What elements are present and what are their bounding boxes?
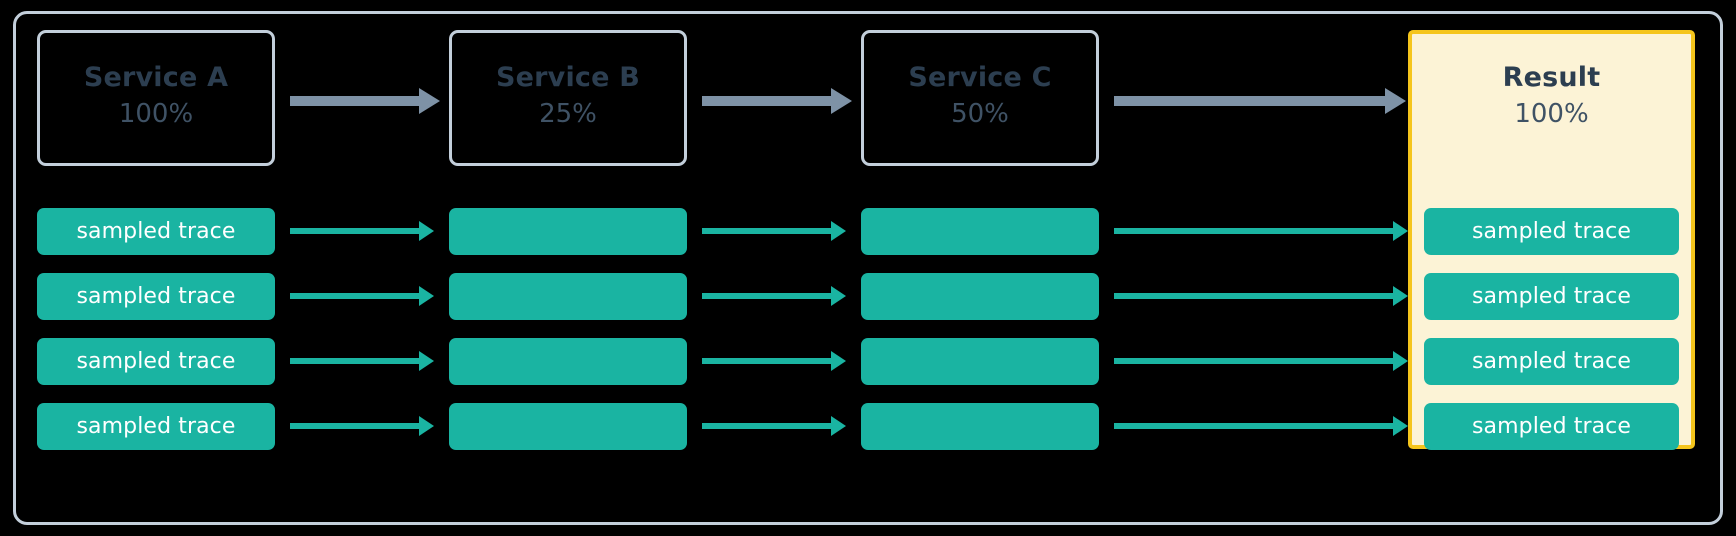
arrow-head-icon	[831, 286, 846, 306]
trace-cell-result[interactable]: sampled trace	[1424, 403, 1679, 450]
arrow-head-icon	[1393, 416, 1408, 436]
arrow-shaft	[290, 358, 420, 364]
trace-row: sampled trace sampled trace	[0, 273, 1736, 320]
trace-cell-service-b[interactable]	[449, 208, 687, 255]
arrow-shaft	[290, 423, 420, 429]
trace-cell-result[interactable]: sampled trace	[1424, 273, 1679, 320]
stage-title-service-a: Service A	[83, 62, 229, 94]
stage-box-service-c[interactable]: Service C 50%	[861, 30, 1099, 166]
trace-row: sampled trace sampled trace	[0, 403, 1736, 450]
stage-box-service-b[interactable]: Service B 25%	[449, 30, 687, 166]
arrow-shaft	[1114, 228, 1394, 234]
arrow-shaft	[1114, 358, 1394, 364]
stage-box-service-a[interactable]: Service A 100%	[37, 30, 275, 166]
stage-percent-service-a: 100%	[118, 98, 194, 129]
stage-percent-service-b: 25%	[539, 98, 597, 129]
arrow-head-icon	[419, 351, 434, 371]
arrow-head-icon	[419, 416, 434, 436]
arrow-head-icon	[1393, 221, 1408, 241]
arrow-shaft	[1114, 96, 1386, 106]
arrow-head-icon	[831, 351, 846, 371]
arrow-shaft	[290, 293, 420, 299]
trace-cell-service-a[interactable]: sampled trace	[37, 403, 275, 450]
trace-cell-service-c[interactable]	[861, 338, 1099, 385]
trace-cell-service-a[interactable]: sampled trace	[37, 273, 275, 320]
trace-cell-service-c[interactable]	[861, 273, 1099, 320]
stage-title-service-b: Service B	[495, 62, 641, 94]
trace-cell-service-c[interactable]	[861, 208, 1099, 255]
arrow-head-icon	[419, 88, 440, 114]
trace-cell-service-b[interactable]	[449, 403, 687, 450]
arrow-head-icon	[831, 221, 846, 241]
trace-row: sampled trace sampled trace	[0, 208, 1736, 255]
arrow-shaft	[702, 293, 832, 299]
arrow-shaft	[1114, 423, 1394, 429]
arrow-shaft	[702, 96, 832, 106]
trace-cell-service-b[interactable]	[449, 273, 687, 320]
arrow-shaft	[290, 96, 420, 106]
arrow-head-icon	[419, 221, 434, 241]
arrow-head-icon	[1393, 351, 1408, 371]
arrow-head-icon	[831, 416, 846, 436]
stage-percent-service-c: 50%	[951, 98, 1009, 129]
trace-cell-service-c[interactable]	[861, 403, 1099, 450]
arrow-head-icon	[419, 286, 434, 306]
arrow-head-icon	[1385, 88, 1406, 114]
stage-title-service-c: Service C	[908, 62, 1052, 94]
arrow-shaft	[702, 228, 832, 234]
trace-row: sampled trace sampled trace	[0, 338, 1736, 385]
trace-cell-result[interactable]: sampled trace	[1424, 338, 1679, 385]
arrow-shaft	[702, 358, 832, 364]
arrow-shaft	[290, 228, 420, 234]
arrow-head-icon	[831, 88, 852, 114]
trace-cell-service-a[interactable]: sampled trace	[37, 208, 275, 255]
trace-cell-service-b[interactable]	[449, 338, 687, 385]
arrow-shaft	[702, 423, 832, 429]
trace-cell-result[interactable]: sampled trace	[1424, 208, 1679, 255]
arrow-head-icon	[1393, 286, 1408, 306]
arrow-shaft	[1114, 293, 1394, 299]
trace-cell-service-a[interactable]: sampled trace	[37, 338, 275, 385]
